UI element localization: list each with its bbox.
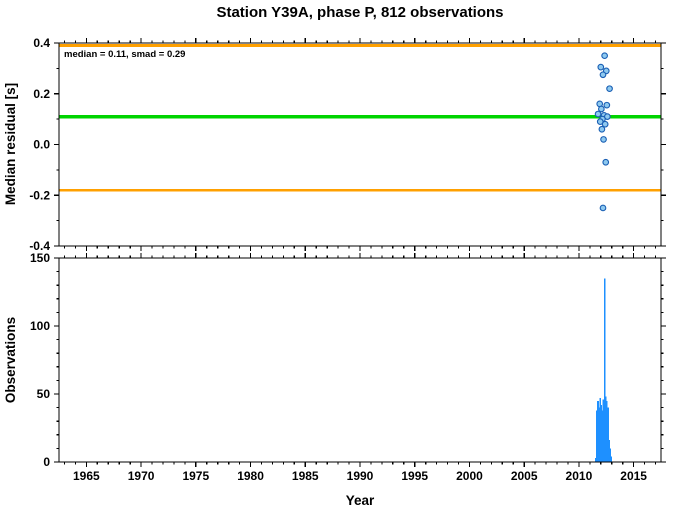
- plot-frame: [58, 257, 662, 463]
- histogram-bar: [603, 278, 606, 462]
- x-tick-label: 1985: [292, 469, 319, 483]
- y-axis-label-observations: Observations: [3, 317, 18, 403]
- x-tick-label: 2010: [566, 469, 593, 483]
- histogram-bar: [595, 457, 597, 462]
- plot-frame: [58, 42, 662, 247]
- x-tick-label: 1965: [73, 469, 100, 483]
- histogram-bar: [604, 396, 607, 462]
- histogram-bar: [602, 399, 605, 462]
- x-tick-label: 1970: [128, 469, 155, 483]
- scatter-point: [597, 105, 605, 113]
- y-tick-label: 50: [37, 387, 51, 401]
- x-axis-label: Year: [346, 493, 375, 508]
- histogram-bar: [609, 448, 611, 462]
- scatter-point: [600, 136, 607, 143]
- median-smad-annotation: median = 0.11, smad = 0.29: [64, 49, 185, 60]
- histogram-bar: [598, 407, 601, 462]
- scatter-point: [606, 85, 613, 93]
- histogram-bar: [597, 400, 599, 462]
- y-axis-label-residual: Median residual [s]: [3, 83, 18, 205]
- y-tick-label: -0.2: [29, 188, 50, 202]
- x-tick-label: 2005: [511, 469, 538, 483]
- scatter-point: [594, 110, 602, 118]
- histogram-bar: [600, 404, 603, 462]
- chart-title: Station Y39A, phase P, 812 observations: [216, 4, 503, 21]
- y-tick-label: 100: [30, 319, 50, 333]
- scatter-point: [603, 101, 611, 109]
- scatter-point: [601, 120, 609, 128]
- y-tick-label: 150: [30, 251, 50, 265]
- y-tick-label: -0.4: [29, 239, 50, 253]
- x-tick-label: 2000: [456, 469, 483, 483]
- x-tick-label: 1980: [237, 469, 264, 483]
- y-tick-label: 0.0: [33, 138, 50, 152]
- observations-panel: 0 50 100 150 1965 1970 1975 1980 1985 1990 1995 200…: [30, 251, 666, 483]
- histogram-bar: [608, 440, 610, 462]
- scatter-point: [598, 125, 606, 133]
- tick-marks: [54, 253, 666, 467]
- x-tick-label: 2015: [620, 469, 647, 483]
- histogram-bar: [610, 456, 613, 462]
- histogram-bar: [607, 407, 609, 462]
- histogram-bar: [601, 410, 604, 462]
- scatter-point: [597, 63, 605, 71]
- y-tick-label: 0: [43, 455, 50, 469]
- scatter-point: [599, 204, 607, 212]
- scatter-point: [602, 158, 610, 166]
- x-tick-label: 1990: [347, 469, 374, 483]
- y-tick-label: 0.2: [33, 87, 50, 101]
- tick-marks: [54, 38, 666, 251]
- scatter-point: [601, 52, 608, 60]
- y-tick-label: 0.4: [33, 36, 50, 50]
- x-tick-label: 1995: [401, 469, 428, 483]
- histogram-bar: [605, 400, 608, 462]
- histogram-bar: [596, 410, 598, 462]
- median-residual-panel: -0.4 -0.2 0.0 0.2 0.4: [29, 36, 666, 253]
- x-tick-label: 1975: [182, 469, 209, 483]
- scatter-point: [599, 71, 607, 79]
- histogram-bar: [599, 398, 602, 462]
